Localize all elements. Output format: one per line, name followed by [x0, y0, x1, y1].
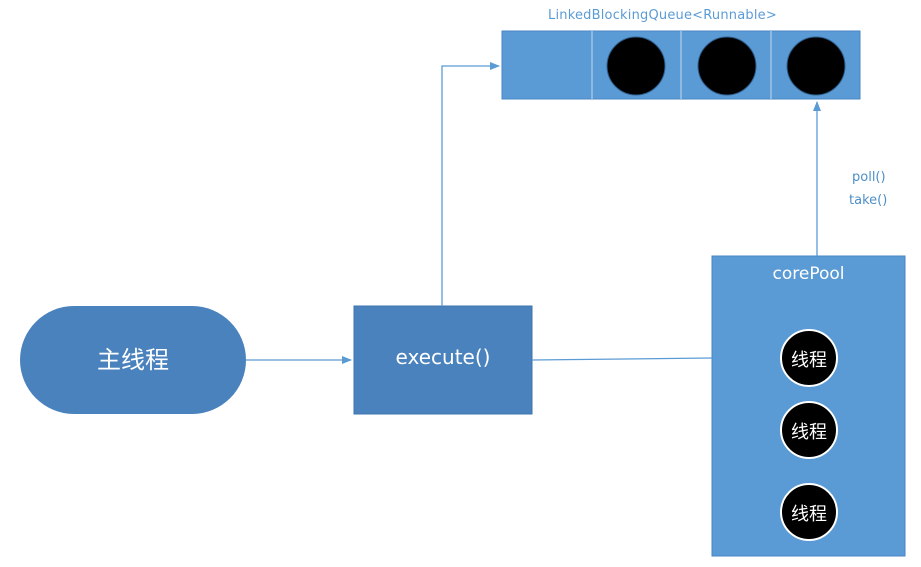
edge-execute-to-corepool	[531, 357, 713, 361]
execute-label: execute()	[395, 345, 491, 369]
main-thread-label: 主线程	[97, 346, 169, 374]
take-label: take()	[849, 193, 888, 208]
queue-task-token	[786, 36, 846, 96]
execute-node	[353, 305, 533, 415]
thread-circle	[780, 329, 838, 387]
corepool-title: corePool	[772, 264, 845, 284]
thread-label: 线程	[791, 350, 827, 371]
thread-label: 线程	[791, 422, 827, 443]
thread-circle	[780, 401, 838, 459]
thread-circle	[780, 483, 838, 541]
queue-task-token	[697, 36, 757, 96]
queue-title: LinkedBlockingQueue<Runnable>	[548, 8, 777, 23]
edge-execute-to-queue	[441, 62, 500, 306]
queue-task-token	[606, 36, 666, 96]
queue	[501, 30, 861, 100]
poll-label: poll()	[852, 170, 886, 185]
main-thread-node	[20, 306, 246, 414]
thread-label: 线程	[791, 504, 827, 525]
